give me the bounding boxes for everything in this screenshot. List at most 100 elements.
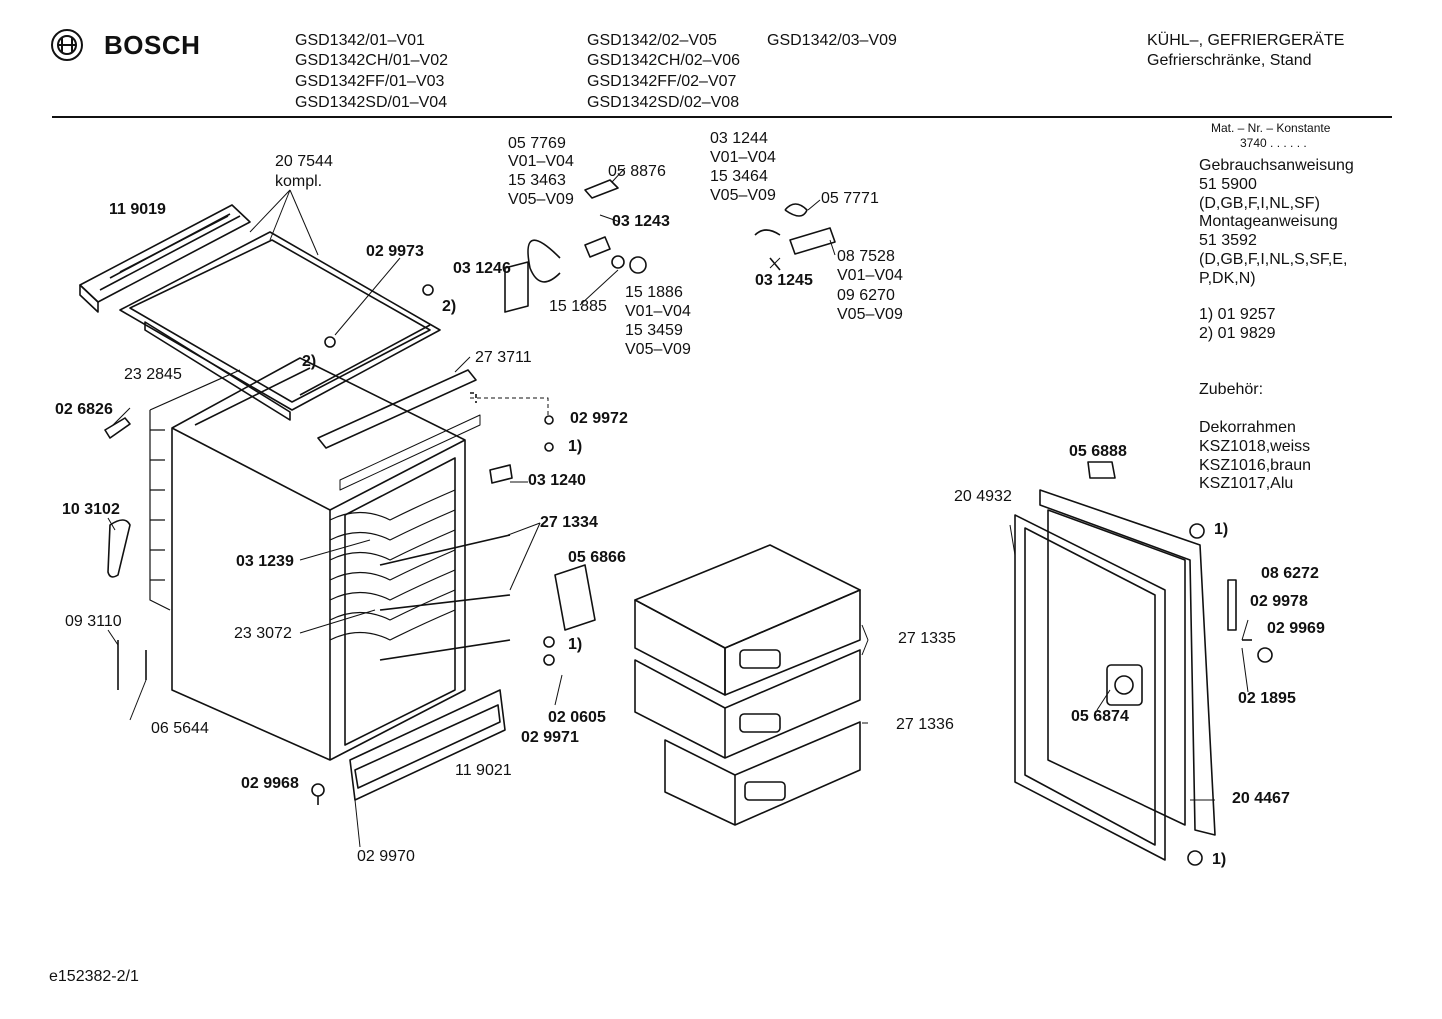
label-103102: 10 3102 [62,501,120,518]
label-057771: 05 7771 [821,190,879,207]
label-204932: 20 4932 [954,488,1012,505]
model-9: GSD1342/03–V09 [767,32,897,49]
drawer-2 [634,649,861,759]
label-065644: 06 5644 [151,720,209,737]
label-variant-6: V05–V09 [710,187,776,204]
label-031239: 03 1239 [236,553,294,570]
label-056888: 05 6888 [1069,443,1127,460]
document-code: e152382-2/1 [49,968,139,985]
label-029978: 02 9978 [1250,593,1308,610]
label-058876: 05 8876 [608,163,666,180]
label-031240: 03 1240 [528,472,586,489]
mount-langs-2: P,DK,N) [1199,270,1256,287]
frame-white: KSZ1018,weiss [1199,438,1311,455]
label-271335: 27 1335 [898,630,956,647]
category-title: KÜHL–, GEFRIERGERÄTE [1147,32,1345,49]
manual-langs: (D,GB,F,I,NL,SF) [1199,195,1320,212]
brand-name: BOSCH [104,30,201,60]
model-5: GSD1342/02–V05 [587,32,717,49]
model-2: GSD1342CH/01–V02 [295,52,448,69]
header-rule [52,116,1392,118]
label-086272: 08 6272 [1261,565,1319,582]
frame-title: Dekorrahmen [1199,419,1296,436]
bosch-logo-icon [50,28,84,67]
manual-title: Gebrauchsanweisung [1199,157,1354,174]
label-029972: 02 9972 [570,410,628,427]
label-020605: 02 0605 [548,709,606,726]
top-cover [119,231,441,421]
model-3: GSD1342FF/01–V03 [295,73,445,90]
mount-title: Montageanweisung [1199,213,1338,230]
model-6: GSD1342CH/02–V06 [587,52,740,69]
model-8: GSD1342SD/02–V08 [587,94,740,111]
label-variant-5: V01–V04 [710,149,776,166]
label-029969: 02 9969 [1267,620,1325,637]
label-056866: 05 6866 [568,549,626,566]
accessories-title: Zubehör: [1199,381,1264,398]
label-151885: 15 1885 [549,298,607,315]
footnote-1-door-bottom: 1) [1212,851,1227,868]
model-7: GSD1342FF/02–V07 [587,73,737,90]
label-031245: 03 1245 [755,272,813,289]
footnote-1: 1) 01 9257 [1199,306,1276,323]
label-variant-1: V01–V04 [508,153,574,170]
label-031243: 03 1243 [612,213,670,230]
mount-langs-1: (D,GB,F,I,NL,S,SF,E, [1199,251,1348,268]
label-029968: 02 9968 [241,775,299,792]
label-119021: 11 9021 [455,762,512,779]
label-271334: 27 1334 [540,514,598,531]
door-assembly [1014,461,1273,866]
mount-number: 51 3592 [1199,232,1257,249]
footnote-1-upper: 1) [568,438,583,455]
evaporator-coils [329,489,456,641]
label-232845: 23 2845 [124,366,182,383]
subcategory-title: Gefrierschränke, Stand [1147,52,1312,69]
label-153464: 15 3464 [710,168,768,185]
label-096270: 09 6270 [837,287,895,304]
label-056874: 05 6874 [1071,708,1129,725]
label-119019: 11 9019 [109,201,166,218]
label-207544: 20 7544 [275,153,333,170]
label-153459: 15 3459 [625,322,683,339]
label-271336: 27 1336 [896,716,954,733]
label-153463: 15 3463 [508,172,566,189]
footnote-1-door-top: 1) [1214,521,1229,538]
label-variant-3: V01–V04 [625,303,691,320]
cabinet-body [171,357,466,761]
label-031244: 03 1244 [710,130,768,147]
bottom-grille [349,689,506,801]
condenser [149,369,241,611]
label-093110: 09 3110 [65,613,122,630]
label-273711: 27 3711 [475,349,532,366]
label-057769: 05 7769 [508,135,566,152]
top-grille [79,204,251,313]
footnote-2-top: 2) [442,298,457,315]
frame-alu: KSZ1017,Alu [1199,475,1294,492]
drawer-3 [664,721,861,826]
drawer-1 [634,544,861,696]
label-207544-note: kompl. [275,173,323,190]
frame-brown: KSZ1016,braun [1199,457,1312,474]
label-variant-4: V05–V09 [625,341,691,358]
footnote-2: 2) 01 9829 [1199,325,1276,342]
label-variant-8: V05–V09 [837,306,903,323]
mat-value: 3740 . . . . . . [1240,136,1307,150]
label-204467: 20 4467 [1232,790,1290,807]
label-029973: 02 9973 [366,243,424,260]
footnote-2-lid: 2) [302,353,317,370]
label-151886: 15 1886 [625,284,683,301]
label-031246: 03 1246 [453,260,511,277]
label-026826: 02 6826 [55,401,113,418]
label-029970: 02 9970 [357,848,415,865]
label-087528: 08 7528 [837,248,895,265]
label-variant-2: V05–V09 [508,191,574,208]
mat-label: Mat. – Nr. – Konstante [1211,121,1331,135]
manual-number: 51 5900 [1199,176,1257,193]
label-021895: 02 1895 [1238,690,1296,707]
footnote-1-lower: 1) [568,636,583,653]
label-variant-7: V01–V04 [837,267,903,284]
label-029971: 02 9971 [521,729,579,746]
label-233072: 23 3072 [234,625,292,642]
model-1: GSD1342/01–V01 [295,32,425,49]
